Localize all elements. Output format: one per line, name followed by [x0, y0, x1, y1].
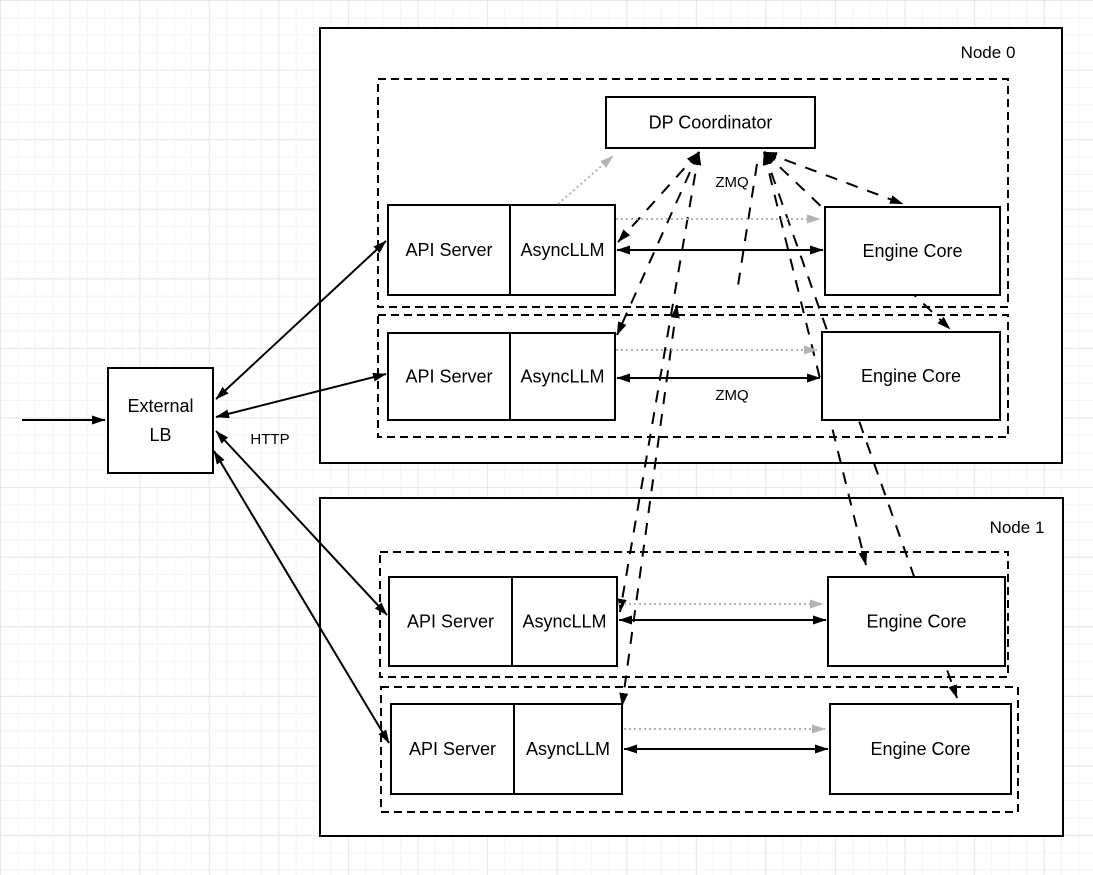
api-async-0-0-box [387, 204, 616, 296]
api-async-0-1-label-0: API Server [405, 367, 492, 387]
engine-core-0-1-label: Engine Core [861, 366, 961, 386]
engine-core-1-1-box [829, 703, 1012, 795]
external-lb-label-line-0: External [127, 396, 193, 416]
node-1-label: Node 1 [990, 518, 1045, 537]
engine-core-1-1-label: Engine Core [870, 739, 970, 759]
engine-core-1-0-box [827, 576, 1006, 667]
dp-group-1-1-frame [380, 686, 1019, 813]
api-async-1-0-box [388, 576, 618, 667]
edge-lb-api-0-0 [215, 240, 387, 400]
zmq-label-mid: ZMQ [715, 387, 748, 404]
dp-coordinator-box [605, 96, 816, 149]
engine-core-1-0-label: Engine Core [866, 612, 966, 632]
api-async-0-1-label-1: AsyncLLM [520, 367, 604, 387]
external-lb-label-line-1: LB [149, 425, 171, 445]
api-async-1-1-box [390, 703, 623, 795]
api-async-0-0-label-0: API Server [405, 240, 492, 260]
api-async-1-0-label-1: AsyncLLM [522, 612, 606, 632]
api-async-0-0-label-1: AsyncLLM [520, 240, 604, 260]
api-async-0-1-box [387, 332, 616, 421]
api-async-1-1-label-1: AsyncLLM [526, 739, 610, 759]
edge-dp-engine-1-1 [763, 151, 958, 699]
edge-lb-api-0-1 [215, 372, 387, 419]
edge-dp-async-1-1 [619, 304, 680, 707]
dp-coordinator-label: DP Coordinator [649, 113, 773, 133]
engine-core-0-0-label: Engine Core [862, 241, 962, 261]
edge-lb-api-1-1 [213, 450, 390, 744]
engine-core-0-0-box [824, 206, 1001, 296]
external-lb-box [107, 367, 214, 474]
edge-async-dp-dotted [557, 155, 614, 205]
edge-dp-async-1-0 [617, 151, 702, 613]
node-0-label: Node 0 [961, 43, 1016, 62]
engine-core-0-1-box [821, 331, 1001, 421]
api-async-1-0-label-0: API Server [407, 612, 494, 632]
zmq-label-top: ZMQ [715, 174, 748, 191]
http-label: HTTP [250, 431, 289, 448]
api-async-1-1-label-0: API Server [409, 739, 496, 759]
